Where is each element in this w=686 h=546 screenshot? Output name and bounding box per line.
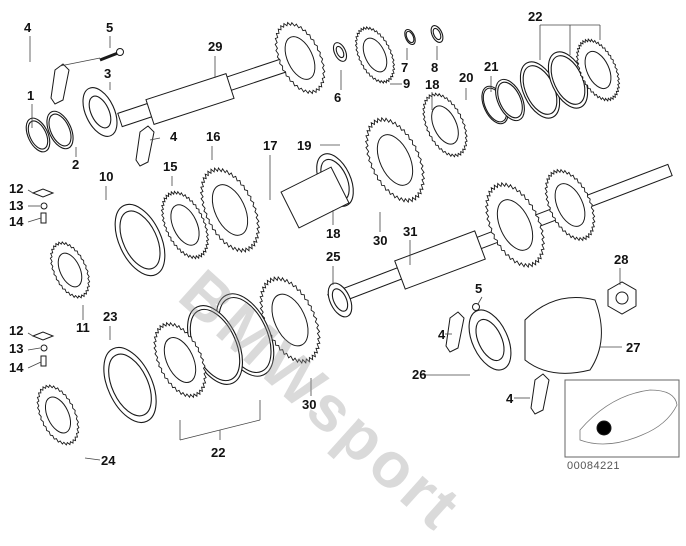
retaining-plate-4b bbox=[135, 125, 155, 167]
pressure-piece-12 bbox=[31, 188, 55, 198]
retaining-plate-4 bbox=[50, 63, 70, 105]
spring-14 bbox=[40, 212, 47, 224]
synchro-ring-22c bbox=[575, 38, 621, 102]
gear-30b bbox=[259, 275, 321, 365]
callout-14[interactable]: 14 bbox=[9, 360, 24, 375]
leader-line bbox=[27, 332, 34, 337]
callout-4[interactable]: 4 bbox=[170, 129, 178, 144]
callout-12[interactable]: 12 bbox=[9, 323, 24, 338]
callout-11[interactable]: 11 bbox=[76, 320, 90, 335]
callout-8[interactable]: 8 bbox=[431, 60, 439, 75]
callout-4[interactable]: 4 bbox=[506, 391, 514, 406]
callout-17[interactable]: 17 bbox=[263, 138, 278, 153]
bolt-5-head bbox=[116, 48, 124, 56]
callout-16[interactable]: 16 bbox=[206, 129, 221, 144]
callout-20[interactable]: 20 bbox=[459, 70, 474, 85]
callout-1[interactable]: 1 bbox=[27, 88, 35, 103]
sliding-sleeve-10-inner bbox=[119, 210, 161, 270]
callout-14[interactable]: 14 bbox=[9, 214, 24, 229]
gear-16 bbox=[199, 166, 261, 254]
callout-3[interactable]: 3 bbox=[104, 66, 112, 81]
callout-13[interactable]: 13 bbox=[9, 198, 24, 213]
snap-ring-7-inner bbox=[405, 30, 415, 44]
callout-18[interactable]: 18 bbox=[425, 77, 440, 92]
retaining-plate-4c bbox=[445, 311, 465, 353]
callout-22[interactable]: 22 bbox=[528, 9, 543, 24]
callout-30[interactable]: 30 bbox=[302, 397, 317, 412]
synchro-ring-15 bbox=[160, 190, 210, 260]
bolt-5 bbox=[99, 51, 119, 62]
ball-bearing-3-inner bbox=[88, 95, 112, 129]
synchro-hub-24 bbox=[36, 384, 80, 446]
callout-23[interactable]: 23 bbox=[103, 309, 118, 324]
leader-line bbox=[27, 347, 41, 351]
callout-21[interactable]: 21 bbox=[484, 59, 499, 74]
bushing-17 bbox=[280, 166, 350, 229]
parts-diagram: BMWsport 4 5 3 29 1 2 4 16 15 10 12 13 1… bbox=[9, 9, 680, 545]
retaining-plate-4d bbox=[530, 373, 550, 415]
callout-25[interactable]: 25 bbox=[326, 249, 341, 264]
reference-code: 00084221 bbox=[567, 460, 620, 472]
callout-15[interactable]: 15 bbox=[163, 159, 178, 174]
sliding-sleeve-23-inner bbox=[108, 353, 152, 417]
leader-line bbox=[149, 137, 161, 141]
input-gear bbox=[274, 21, 326, 95]
leader-line bbox=[84, 457, 101, 461]
shim-8-inner bbox=[432, 27, 442, 41]
spring-14b bbox=[40, 355, 47, 367]
callout-18[interactable]: 18 bbox=[326, 226, 341, 241]
callout-5[interactable]: 5 bbox=[106, 20, 114, 35]
needle-bearing-6-inner bbox=[335, 45, 345, 59]
callout-31[interactable]: 31 bbox=[403, 224, 418, 239]
callout-4[interactable]: 4 bbox=[24, 20, 32, 35]
input-shaft-splines bbox=[145, 73, 235, 125]
main-gear-b bbox=[544, 168, 596, 242]
leader-line bbox=[59, 57, 101, 67]
callout-24[interactable]: 24 bbox=[101, 453, 116, 468]
ring-2-inner bbox=[48, 113, 72, 147]
callout-29[interactable]: 29 bbox=[208, 39, 223, 54]
leader-line bbox=[27, 361, 42, 369]
output-flange-27 bbox=[524, 297, 602, 374]
callout-4[interactable]: 4 bbox=[438, 327, 446, 342]
needle-bearing-25-inner bbox=[331, 288, 349, 312]
callout-27[interactable]: 27 bbox=[626, 340, 641, 355]
synchro-hub-11 bbox=[49, 241, 91, 299]
bolt-5b bbox=[472, 303, 480, 311]
collar-nut-28-bore bbox=[615, 291, 629, 305]
main-shaft-splined bbox=[394, 230, 486, 290]
callout-19[interactable]: 19 bbox=[297, 138, 312, 153]
ball-13b bbox=[40, 344, 48, 352]
callout-26[interactable]: 26 bbox=[412, 367, 427, 382]
pressure-piece-12b bbox=[31, 331, 55, 341]
leader-line bbox=[477, 296, 483, 305]
callout-30[interactable]: 30 bbox=[373, 233, 388, 248]
ball-bearing-26-inner bbox=[475, 318, 505, 362]
gear-18 bbox=[422, 92, 468, 158]
synchro-ring-22f bbox=[153, 321, 207, 399]
callout-2[interactable]: 2 bbox=[72, 157, 80, 172]
callout-5[interactable]: 5 bbox=[475, 281, 483, 296]
callout-22[interactable]: 22 bbox=[211, 445, 226, 460]
callout-9[interactable]: 9 bbox=[403, 76, 411, 91]
callout-28[interactable]: 28 bbox=[614, 252, 629, 267]
exploded-view-drawing bbox=[25, 21, 680, 461]
callout-10[interactable]: 10 bbox=[99, 169, 114, 184]
leader-line bbox=[27, 217, 42, 223]
snap-ring-21-inner bbox=[497, 81, 523, 119]
callout-12[interactable]: 12 bbox=[9, 181, 24, 196]
gear-9 bbox=[354, 26, 396, 84]
callout-13[interactable]: 13 bbox=[9, 341, 24, 356]
callout-7[interactable]: 7 bbox=[401, 60, 409, 75]
callout-6[interactable]: 6 bbox=[334, 90, 342, 105]
locator-dot bbox=[596, 420, 612, 436]
main-gear-a bbox=[484, 181, 546, 269]
gear-30 bbox=[364, 116, 426, 204]
ball-13 bbox=[40, 202, 48, 210]
leader-line bbox=[27, 189, 34, 194]
